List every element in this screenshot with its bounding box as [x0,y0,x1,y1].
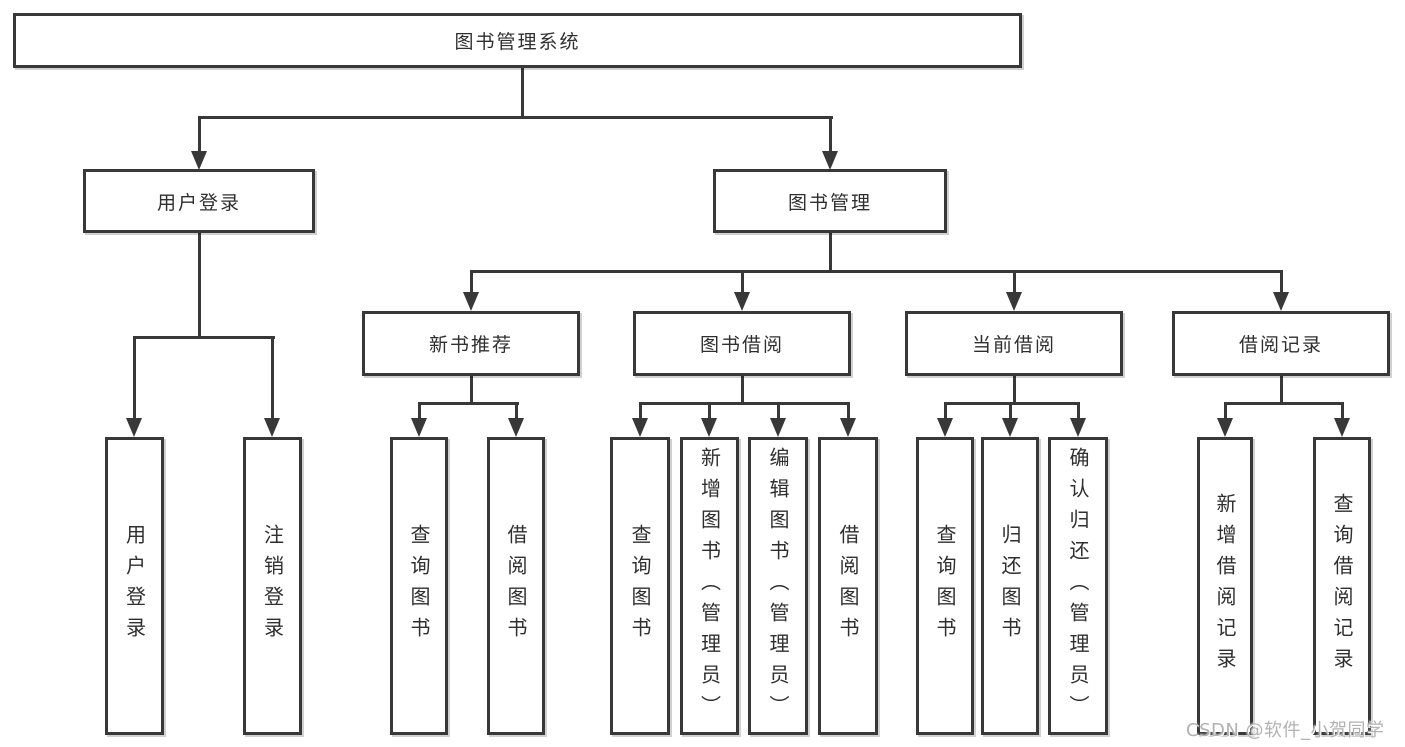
leaf-label: 归还图书 [998,524,1022,648]
arrowhead-down-icon [508,418,524,437]
connector-line [1280,376,1283,405]
leaf-br-query-record: 查询借阅记录 [1313,437,1371,735]
connector-line [1280,270,1283,295]
node-user-login-branch: 用户登录 [83,169,315,233]
leaf-bb-query-books: 查询图书 [610,437,670,735]
leaf-cb-return-books: 归还图书 [981,437,1039,735]
node-new-book-recommendation: 新书推荐 [362,311,580,376]
connector-line [1013,376,1016,405]
connector-line [198,116,833,119]
leaf-label: 查询图书 [407,524,431,648]
leaf-br-add-record: 新增借阅记录 [1197,437,1253,735]
arrowhead-down-icon [1217,418,1233,437]
arrowhead-down-icon [632,418,648,437]
leaf-bb-borrow-books: 借阅图书 [818,437,878,735]
leaf-logout: 注销登录 [243,437,302,735]
arrowhead-down-icon [840,418,856,437]
node-book-borrowing: 图书借阅 [633,311,851,376]
connector-line [515,402,518,420]
arrowhead-down-icon [264,418,280,437]
node-borrowing-records: 借阅记录 [1172,311,1390,376]
arrowhead-down-icon [1006,292,1022,311]
connector-line [777,402,780,420]
leaf-cb-confirm-return-admin: 确认归还（管理员） [1048,437,1108,735]
connector-line [271,336,274,420]
connector-line [847,402,850,420]
arrowhead-down-icon [411,418,427,437]
leaf-bb-add-books-admin: 新增图书（管理员） [680,437,739,735]
leaf-label: 确认归还（管理员） [1066,446,1090,726]
arrowhead-down-icon [734,292,750,311]
leaf-label: 借阅图书 [504,524,528,648]
connector-line [708,402,711,420]
connector-line [1224,402,1344,405]
node-library-management-system: 图书管理系统 [13,13,1022,68]
arrowhead-down-icon [1070,418,1086,437]
arrowhead-down-icon [822,151,838,170]
arrowhead-down-icon [701,418,717,437]
leaf-label: 查询图书 [628,524,652,648]
connector-line [470,270,1283,273]
connector-line [944,402,947,420]
arrowhead-down-icon [1002,418,1018,437]
leaf-label: 用户登录 [122,524,147,648]
leaf-label: 查询图书 [933,524,957,648]
connector-line [198,233,201,338]
arrowhead-down-icon [770,418,786,437]
node-current-borrowing: 当前借阅 [905,311,1123,376]
connector-line [198,116,201,153]
leaf-label: 新增图书（管理员） [697,446,722,726]
leaf-user-login: 用户登录 [105,437,164,735]
arrowhead-down-icon [463,292,479,311]
leaf-label: 借阅图书 [836,524,860,648]
leaf-label: 编辑图书（管理员） [766,446,790,726]
leaf-rec-borrow-books: 借阅图书 [487,437,545,735]
connector-line [133,336,275,339]
connector-line [639,402,850,405]
connector-line [521,67,524,119]
leaf-label: 查询借阅记录 [1330,493,1354,679]
arrowhead-down-icon [937,418,953,437]
node-book-management-branch: 图书管理 [713,169,947,233]
leaf-bb-edit-books-admin: 编辑图书（管理员） [748,437,808,735]
csdn-watermark: CSDN @软件_小贺同学 [1186,720,1385,741]
connector-line [1009,402,1012,420]
connector-line [470,270,473,295]
connector-line [1013,270,1016,295]
connector-line [1341,402,1344,420]
arrowhead-down-icon [126,418,142,437]
leaf-label: 注销登录 [260,524,285,648]
connector-line [639,402,642,420]
leaf-label: 新增借阅记录 [1213,493,1237,679]
arrowhead-down-icon [1334,418,1350,437]
connector-line [741,270,744,295]
connector-line [1224,402,1227,420]
connector-line [829,116,832,153]
connector-line [829,233,832,273]
connector-line [470,376,473,405]
connector-line [418,402,519,405]
connector-line [418,402,421,420]
connector-line [741,376,744,405]
arrowhead-down-icon [191,151,207,170]
connector-line [1077,402,1080,420]
leaf-rec-query-books: 查询图书 [390,437,448,735]
connector-line [944,402,1080,405]
connector-line [133,336,136,420]
leaf-cb-query-books: 查询图书 [916,437,974,735]
arrowhead-down-icon [1273,292,1289,311]
